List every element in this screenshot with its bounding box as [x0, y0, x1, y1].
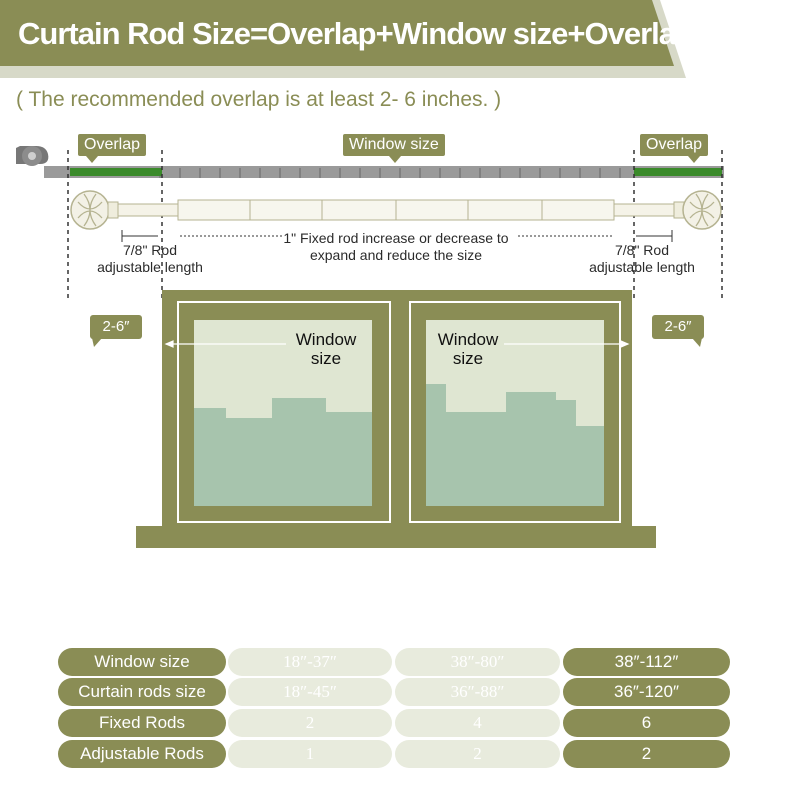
header-banner — [0, 0, 686, 78]
row-label: Fixed Rods — [58, 709, 226, 737]
side-tag-pointer-right — [692, 338, 702, 347]
curtain-rod — [70, 190, 722, 230]
window-illustration — [136, 290, 656, 548]
table-cell: 2 — [228, 709, 392, 737]
table-cell: 4 — [395, 709, 560, 737]
table-cell: 18″-37″ — [228, 648, 392, 676]
rod-left-caption-2: adjustable length — [97, 259, 203, 275]
window-size-label: Window size — [343, 134, 445, 163]
table-row: Adjustable Rods 1 2 2 — [58, 740, 730, 768]
window-right-label-2: size — [452, 349, 484, 368]
overlap-left-label: Overlap — [78, 134, 147, 163]
side-overlap-right: 2-6″ — [652, 315, 704, 339]
table-cell: 36″-88″ — [395, 678, 560, 706]
rod-left-caption-1: 7/8" Rod — [122, 242, 177, 258]
rod-diagram — [16, 146, 724, 298]
window-left-label-1: Window — [295, 330, 357, 349]
table-cell: 38″-80″ — [395, 648, 560, 676]
page-title: Curtain Rod Size=Overlap+Window size+Ove… — [18, 16, 694, 51]
row-label: Window size — [58, 648, 226, 676]
row-label: Curtain rods size — [58, 678, 226, 706]
fixed-rod-caption-2: expand and reduce the size — [309, 247, 482, 263]
table-cell: 2 — [395, 740, 560, 768]
window-right-label-1: Window — [437, 330, 499, 349]
table-row: Fixed Rods 2 4 6 — [58, 709, 730, 737]
fixed-rod-caption-1: 1" Fixed rod increase or decrease to — [283, 230, 509, 246]
table-row: Curtain rods size 18″-45″ 36″-88″ 36″-12… — [58, 678, 730, 706]
row-label: Adjustable Rods — [58, 740, 226, 768]
table-cell: 6 — [563, 709, 730, 737]
table-cell: 38″-112″ — [563, 648, 730, 676]
table-row: Window size 18″-37″ 38″-80″ 38″-112″ — [58, 648, 730, 676]
subtitle: ( The recommended overlap is at least 2-… — [16, 88, 502, 111]
table-cell: 2 — [563, 740, 730, 768]
table-cell: 1 — [228, 740, 392, 768]
rod-right-caption-1: 7/8" Rod — [614, 242, 669, 258]
window-left-label-2: size — [310, 349, 342, 368]
table-cell: 18″-45″ — [228, 678, 392, 706]
tape-measure-icon — [16, 146, 49, 166]
rod-right-caption-2: adjustable length — [589, 259, 695, 275]
side-tag-pointer-left — [92, 338, 102, 347]
table-cell: 36″-120″ — [563, 678, 730, 706]
overlap-right-label: Overlap — [640, 134, 709, 163]
side-overlap-left: 2-6″ — [90, 315, 142, 339]
